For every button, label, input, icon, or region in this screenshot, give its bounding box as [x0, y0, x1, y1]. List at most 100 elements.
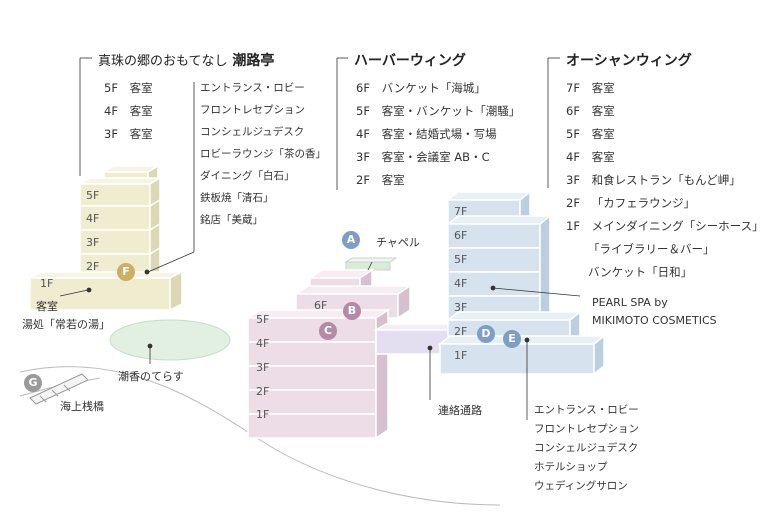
facility-item: ホテルショップ — [534, 461, 608, 473]
facility-item: エントランス・ロビー — [200, 82, 305, 94]
shiojitei-floor-label: 1F — [40, 277, 54, 290]
corridor-label: 連絡通路 — [438, 404, 482, 417]
facility-item: 鉄板焼「清石」 — [200, 192, 274, 204]
ocean-floor-row: 2F 「カフェラウンジ」 — [566, 195, 695, 211]
floor-number: 2F — [566, 196, 580, 210]
floor-description: 客室 — [129, 104, 153, 118]
floor-number: 3F — [356, 150, 370, 164]
floor-description: 「カフェラウンジ」 — [591, 196, 696, 210]
pier-graphic — [29, 373, 89, 405]
harbor-floor-row: 4F 客室・結婚式場・写場 — [356, 126, 497, 142]
shoreline-curve — [19, 366, 501, 506]
floor-number: 3F — [104, 127, 118, 141]
floor-description: 和食レストラン「もんど岬」 — [591, 173, 741, 187]
facility-item: 銘店「美蔵」 — [200, 214, 263, 226]
badge-f: F — [117, 263, 135, 281]
floor-number: 4F — [104, 104, 118, 118]
shiojitei-guest-room-label: 客室 — [36, 300, 58, 313]
ocean-floor-label: 1F — [454, 349, 468, 362]
floor-number: 3F — [566, 173, 580, 187]
ocean-floor-row: 7F 客室 — [566, 80, 615, 96]
floor-number: 4F — [566, 150, 580, 164]
pier-label: 海上桟橋 — [60, 400, 104, 413]
floor-number: 6F — [356, 81, 370, 95]
ocean-floor-label: 6F — [454, 229, 468, 242]
harbor-floor-row: 2F 客室 — [356, 172, 405, 188]
badge-c: C — [319, 322, 337, 340]
floor-number: 1F — [566, 219, 580, 233]
harbor-floor-label: 4F — [256, 337, 270, 350]
shiojitei-floor-label: 2F — [86, 260, 100, 273]
harbor-floor-label: 3F — [256, 361, 270, 374]
floor-number: 4F — [356, 127, 370, 141]
ocean-floor-row: 5F 客室 — [566, 126, 615, 142]
harbor-floor-label: 2F — [256, 385, 270, 398]
spa-label-line1: PEARL SPA by — [592, 296, 668, 309]
shiojitei-title-name: 潮路亭 — [232, 53, 275, 69]
ocean-floor-label: 3F — [454, 301, 468, 314]
floor-description: 客室 — [381, 173, 405, 187]
ocean-floor-label: 7F — [454, 205, 468, 218]
floor-description: 客室 — [591, 104, 615, 118]
badge-e: E — [503, 330, 521, 348]
ocean-floor-row: 6F 客室 — [566, 103, 615, 119]
facility-item: エントランス・ロビー — [534, 404, 639, 416]
harbor-floor-label: 5F — [256, 313, 270, 326]
floor-description: メインダイニング「シーホース」 — [591, 219, 762, 233]
ocean-floor-label: 4F — [454, 277, 468, 290]
harbor-floor-row: 5F 客室・バンケット「潮騒」 — [356, 103, 520, 119]
badge-a: A — [342, 231, 360, 249]
facility-item: フロントレセプション — [200, 104, 305, 116]
spa-label-line2: MIKIMOTO COSMETICS — [592, 314, 717, 327]
ocean-floor-label: 2F — [454, 325, 468, 338]
floor-description: 客室 — [129, 127, 153, 141]
floor-description: 客室 — [591, 127, 615, 141]
badge-g: G — [24, 374, 42, 392]
badge-d: D — [477, 325, 495, 343]
ocean-floor-row: 1F メインダイニング「シーホース」 — [566, 218, 762, 234]
harbor-floor-label: 6F — [314, 299, 328, 312]
harbor-floor-row: 6F バンケット「海城」 — [356, 80, 486, 96]
floor-number: 7F — [566, 81, 580, 95]
shiojitei-floor-row: 3F 客室 — [104, 126, 153, 142]
floor-description: バンケット「海城」 — [381, 81, 486, 95]
shiojitei-bath-label: 湯処「常若の湯」 — [22, 318, 110, 331]
shiojitei-floor-label: 5F — [86, 189, 100, 202]
floor-description: 客室・会議室 AB・C — [381, 150, 490, 164]
shiojitei-title: 真珠の郷のおもてなし 潮路亭 — [98, 50, 274, 70]
harbor-floor-label: 1F — [256, 408, 270, 421]
shiojitei-floor-label: 3F — [86, 236, 100, 249]
ocean-building — [437, 190, 607, 376]
ocean-extra-line: 「ライブラリー＆バー」 — [588, 242, 715, 256]
shiojitei-floor-label: 4F — [86, 212, 100, 225]
shiojitei-title-prefix: 真珠の郷のおもてなし — [98, 54, 228, 69]
garden-label: 潮香のてらす — [118, 370, 184, 383]
ocean-floor-row: 4F 客室 — [566, 149, 615, 165]
ocean-floor-row: 3F 和食レストラン「もんど岬」 — [566, 172, 741, 188]
facility-item: コンシェルジュデスク — [534, 442, 639, 454]
floor-number: 5F — [104, 81, 118, 95]
floor-number: 5F — [356, 104, 370, 118]
leader-lines — [59, 57, 581, 420]
chapel-label: チャペル — [376, 236, 420, 249]
floor-number: 6F — [566, 104, 580, 118]
ocean-floor-label: 5F — [454, 253, 468, 266]
harbor-floor-row: 3F 客室・会議室 AB・C — [356, 149, 490, 165]
ocean-extra-line: バンケット「日和」 — [588, 265, 693, 279]
floor-description: 客室 — [129, 81, 153, 95]
badge-b: B — [343, 302, 361, 320]
harbor-title: ハーバーウィング — [354, 53, 466, 69]
ocean-title: オーシャンウィング — [566, 53, 692, 69]
shiojitei-floor-row: 5F 客室 — [104, 80, 153, 96]
facility-item: ダイニング「白石」 — [200, 170, 295, 182]
facility-item: ウェディングサロン — [534, 480, 628, 492]
chapel-building — [344, 257, 398, 271]
floor-description: 客室 — [591, 150, 615, 164]
garden-oval — [109, 319, 231, 361]
floor-number: 5F — [566, 127, 580, 141]
facility-item: コンシェルジュデスク — [200, 126, 305, 138]
shiojitei-building — [29, 164, 183, 312]
floor-number: 2F — [356, 173, 370, 187]
facility-item: ロビーラウンジ「茶の香」 — [200, 148, 326, 160]
floor-description: 客室・バンケット「潮騒」 — [381, 104, 521, 118]
